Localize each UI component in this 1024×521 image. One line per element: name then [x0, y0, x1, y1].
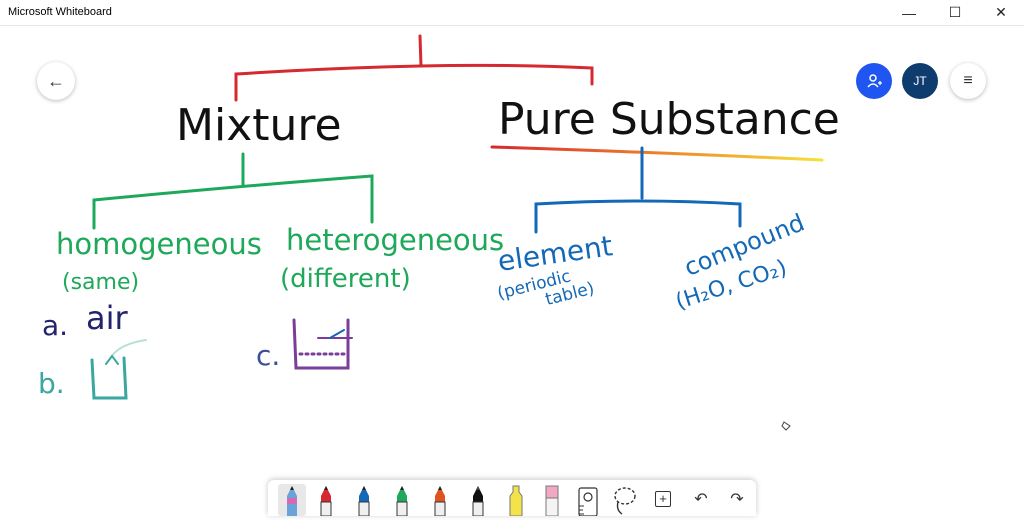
black-pen-icon: [472, 486, 484, 517]
whiteboard-canvas[interactable]: Mixture Pure Substance homogeneous (same…: [0, 26, 1024, 516]
beaker-drawing: [292, 318, 353, 370]
example-a-text[interactable]: air: [86, 299, 128, 337]
add-button[interactable]: +: [650, 486, 676, 512]
app-title: Microsoft Whiteboard: [8, 6, 112, 18]
highlighter-tool[interactable]: [502, 484, 530, 517]
eraser-tool[interactable]: [538, 484, 566, 517]
pure-substance-label[interactable]: Pure Substance: [498, 94, 840, 145]
close-button[interactable]: ✕: [995, 4, 1007, 20]
heterogeneous-note[interactable]: (different): [280, 264, 411, 294]
highlighter-icon: [509, 485, 523, 517]
example-c-letter[interactable]: c.: [256, 339, 281, 372]
red-pen-tool[interactable]: [312, 484, 340, 517]
homogeneous-note[interactable]: (same): [62, 270, 140, 295]
mixture-label[interactable]: Mixture: [176, 100, 342, 151]
back-button[interactable]: ←: [37, 62, 75, 100]
gradient-underline: [490, 145, 824, 162]
back-arrow-icon: ←: [47, 70, 65, 91]
blue-pen-icon: [358, 486, 370, 517]
maximize-button[interactable]: ☐: [948, 4, 962, 20]
hamburger-icon: ≡: [963, 72, 973, 89]
ruler-icon: [578, 487, 598, 517]
invite-button[interactable]: [856, 63, 892, 99]
rainbow-pen-tool[interactable]: [278, 484, 306, 516]
ruler-tool[interactable]: [574, 484, 602, 517]
red-pen-icon: [320, 486, 332, 517]
cursor-mark: [781, 421, 791, 431]
add-icon: +: [655, 491, 671, 507]
ink-strokes: [90, 34, 824, 431]
title-bar: Microsoft Whiteboard — ☐ ✕: [0, 0, 1024, 26]
menu-button[interactable]: ≡: [950, 63, 986, 99]
redo-button[interactable]: ↷: [724, 486, 750, 512]
person-add-icon: [867, 74, 882, 88]
eraser-icon: [545, 485, 559, 517]
blue-pen-tool[interactable]: [350, 484, 378, 517]
heterogeneous-label[interactable]: heterogeneous: [286, 223, 505, 257]
rainbow-pen-icon: [278, 484, 306, 516]
orange-pen-icon: [434, 486, 446, 517]
redo-icon: ↷: [730, 491, 744, 508]
orange-pen-tool[interactable]: [426, 484, 454, 517]
red-tree-lines: [234, 34, 594, 102]
green-pen-tool[interactable]: [388, 484, 416, 517]
example-a-letter[interactable]: a.: [42, 309, 69, 342]
minimize-button[interactable]: —: [902, 4, 916, 21]
green-pen-icon: [396, 486, 408, 517]
box-drawing: [90, 339, 147, 400]
lasso-icon: [614, 487, 636, 515]
green-tree-lines: [92, 152, 374, 230]
undo-button[interactable]: ↶: [688, 486, 714, 512]
black-pen-tool[interactable]: [464, 484, 492, 517]
user-avatar[interactable]: JT: [902, 63, 938, 99]
undo-icon: ↶: [694, 491, 708, 508]
lasso-tool[interactable]: [610, 484, 638, 516]
ink-toolbar: + ↶ ↷: [268, 480, 756, 517]
blue-tree-lines: [534, 146, 742, 234]
example-b-letter[interactable]: b.: [38, 367, 65, 400]
homogeneous-label[interactable]: homogeneous: [56, 227, 262, 261]
